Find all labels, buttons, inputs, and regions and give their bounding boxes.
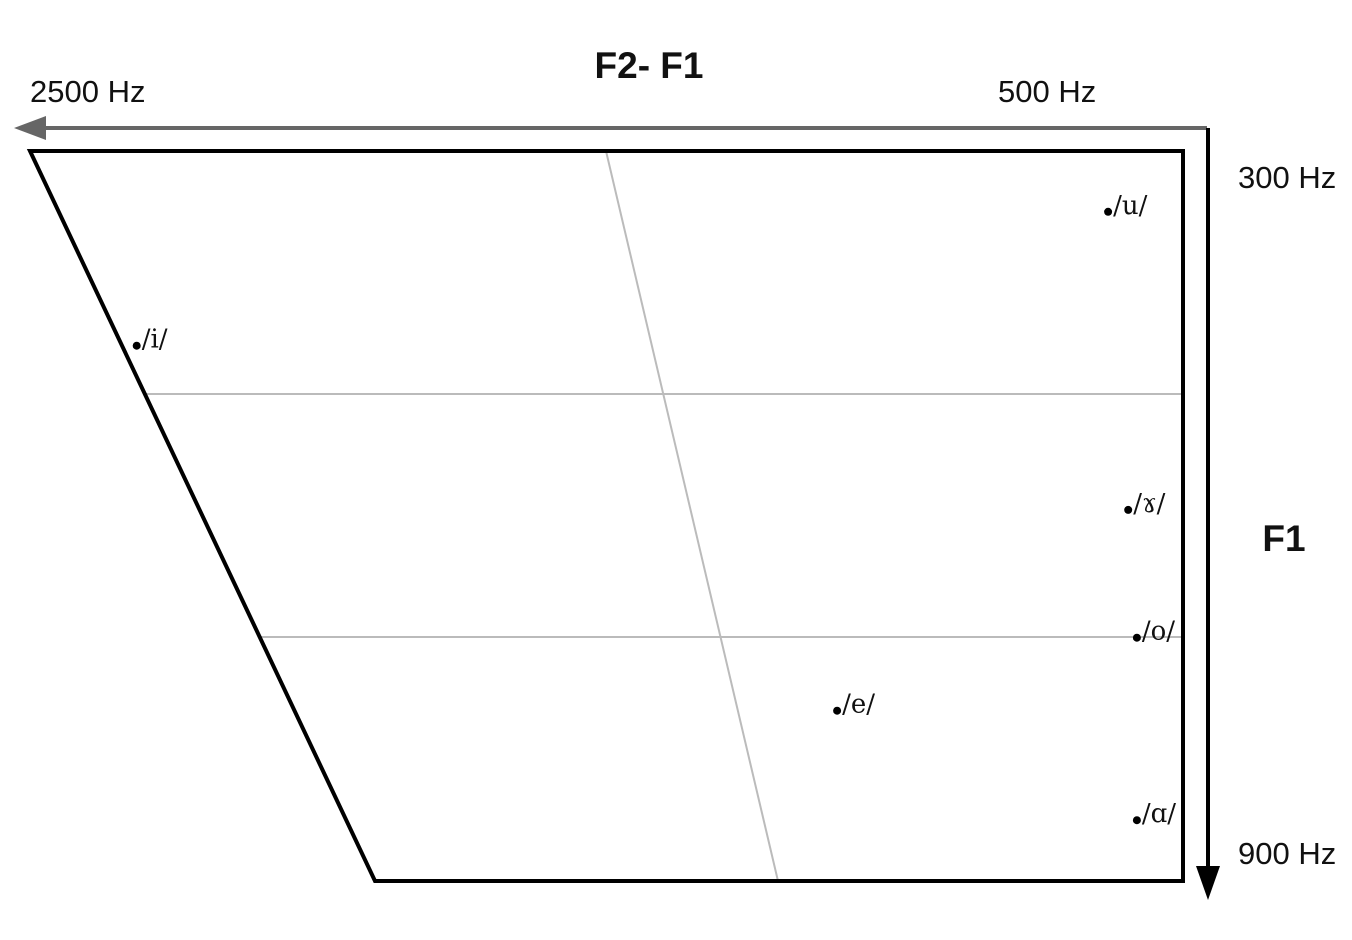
y-axis-title: F1	[1262, 518, 1305, 559]
vowel-point-label-4: /e/	[842, 690, 875, 720]
x-tick-left-label: 2500 Hz	[30, 74, 145, 109]
vowel-point-label-0: /u/	[1113, 191, 1148, 221]
y-axis-arrowhead	[1196, 866, 1220, 900]
vowel-point-1	[132, 341, 141, 350]
vowel-point-label-1: /i/	[142, 325, 168, 355]
vowel-point-5	[1132, 816, 1141, 825]
vowel-point-label-5: /ɑ/	[1142, 799, 1176, 829]
y-tick-bottom-label: 900 Hz	[1238, 836, 1336, 871]
vowel-point-3	[1132, 633, 1141, 642]
vowel-point-label-2: /ɤ/	[1133, 489, 1165, 519]
y-tick-top-label: 300 Hz	[1238, 160, 1336, 195]
vowel-point-2	[1124, 505, 1133, 514]
x-axis-arrowhead	[14, 116, 46, 140]
x-tick-right-label: 500 Hz	[998, 74, 1096, 109]
vowel-points: /u/ /i/ /ɤ/ /o/ /e/ /ɑ/	[132, 191, 1176, 829]
vowel-trapezoid	[26, 149, 1185, 883]
grid-line-diagonal	[605, 150, 779, 882]
vowel-point-0	[1104, 207, 1113, 216]
vowel-point-label-3: /o/	[1142, 617, 1175, 647]
vowel-point-4	[833, 706, 842, 715]
x-axis-title: F2- F1	[595, 45, 704, 86]
